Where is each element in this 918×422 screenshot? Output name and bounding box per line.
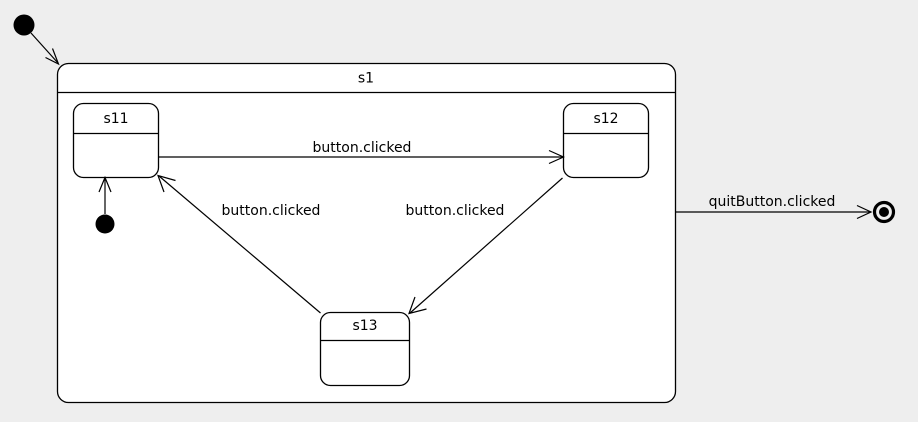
state-s13-label: s13 <box>352 318 377 334</box>
composite-state-s1-label: s1 <box>358 71 374 87</box>
state-s12-label: s12 <box>593 111 618 127</box>
transition-s12-to-s13-arrowhead <box>408 296 427 315</box>
state-s13[interactable]: s13 <box>319 311 411 387</box>
transition-s12-to-s13[interactable]: button.clicked <box>406 177 563 315</box>
state-s13-box[interactable] <box>319 311 411 387</box>
final-state-ring[interactable] <box>872 200 896 224</box>
initial-state-inner-node[interactable] <box>95 214 115 234</box>
state-s12-box[interactable] <box>562 102 650 179</box>
composite-state-s1-box[interactable] <box>56 62 677 404</box>
transition-s13-to-s11[interactable]: button.clicked <box>157 174 321 314</box>
transition-s1-to-final[interactable]: quitButton.clicked <box>676 194 873 220</box>
transition-s11-to-s12[interactable]: button.clicked <box>158 140 565 165</box>
transition-start-to-s11-arrowhead <box>98 175 112 193</box>
transition-start-to-s1-line[interactable] <box>30 32 59 64</box>
transition-start-to-s1[interactable] <box>30 32 60 66</box>
transition-s1-to-final-arrowhead <box>856 204 873 220</box>
initial-state-outer-node[interactable] <box>13 14 35 36</box>
transition-s12-to-s13-line[interactable] <box>409 177 563 314</box>
final-state[interactable] <box>872 200 896 224</box>
composite-state-s1[interactable]: s1 <box>56 62 677 404</box>
final-state-dot[interactable] <box>879 207 889 217</box>
transition-s12-to-s13-label: button.clicked <box>406 203 505 219</box>
transition-s13-to-s11-line[interactable] <box>158 175 321 314</box>
initial-state-outer[interactable] <box>13 14 35 36</box>
transition-start-to-s11[interactable] <box>98 175 112 215</box>
transition-s11-to-s12-label: button.clicked <box>313 140 412 156</box>
state-s11[interactable]: s11 <box>72 102 160 179</box>
transition-s13-to-s11-arrowhead <box>157 174 176 193</box>
state-s11-box[interactable] <box>72 102 160 179</box>
state-s11-label: s11 <box>103 111 128 127</box>
transition-start-to-s1-arrowhead <box>45 48 60 66</box>
state-s12[interactable]: s12 <box>562 102 650 179</box>
initial-state-inner[interactable] <box>95 214 115 234</box>
transition-s11-to-s12-arrowhead <box>548 149 565 165</box>
transition-s13-to-s11-label: button.clicked <box>222 203 321 219</box>
transition-s1-to-final-label: quitButton.clicked <box>709 194 836 210</box>
